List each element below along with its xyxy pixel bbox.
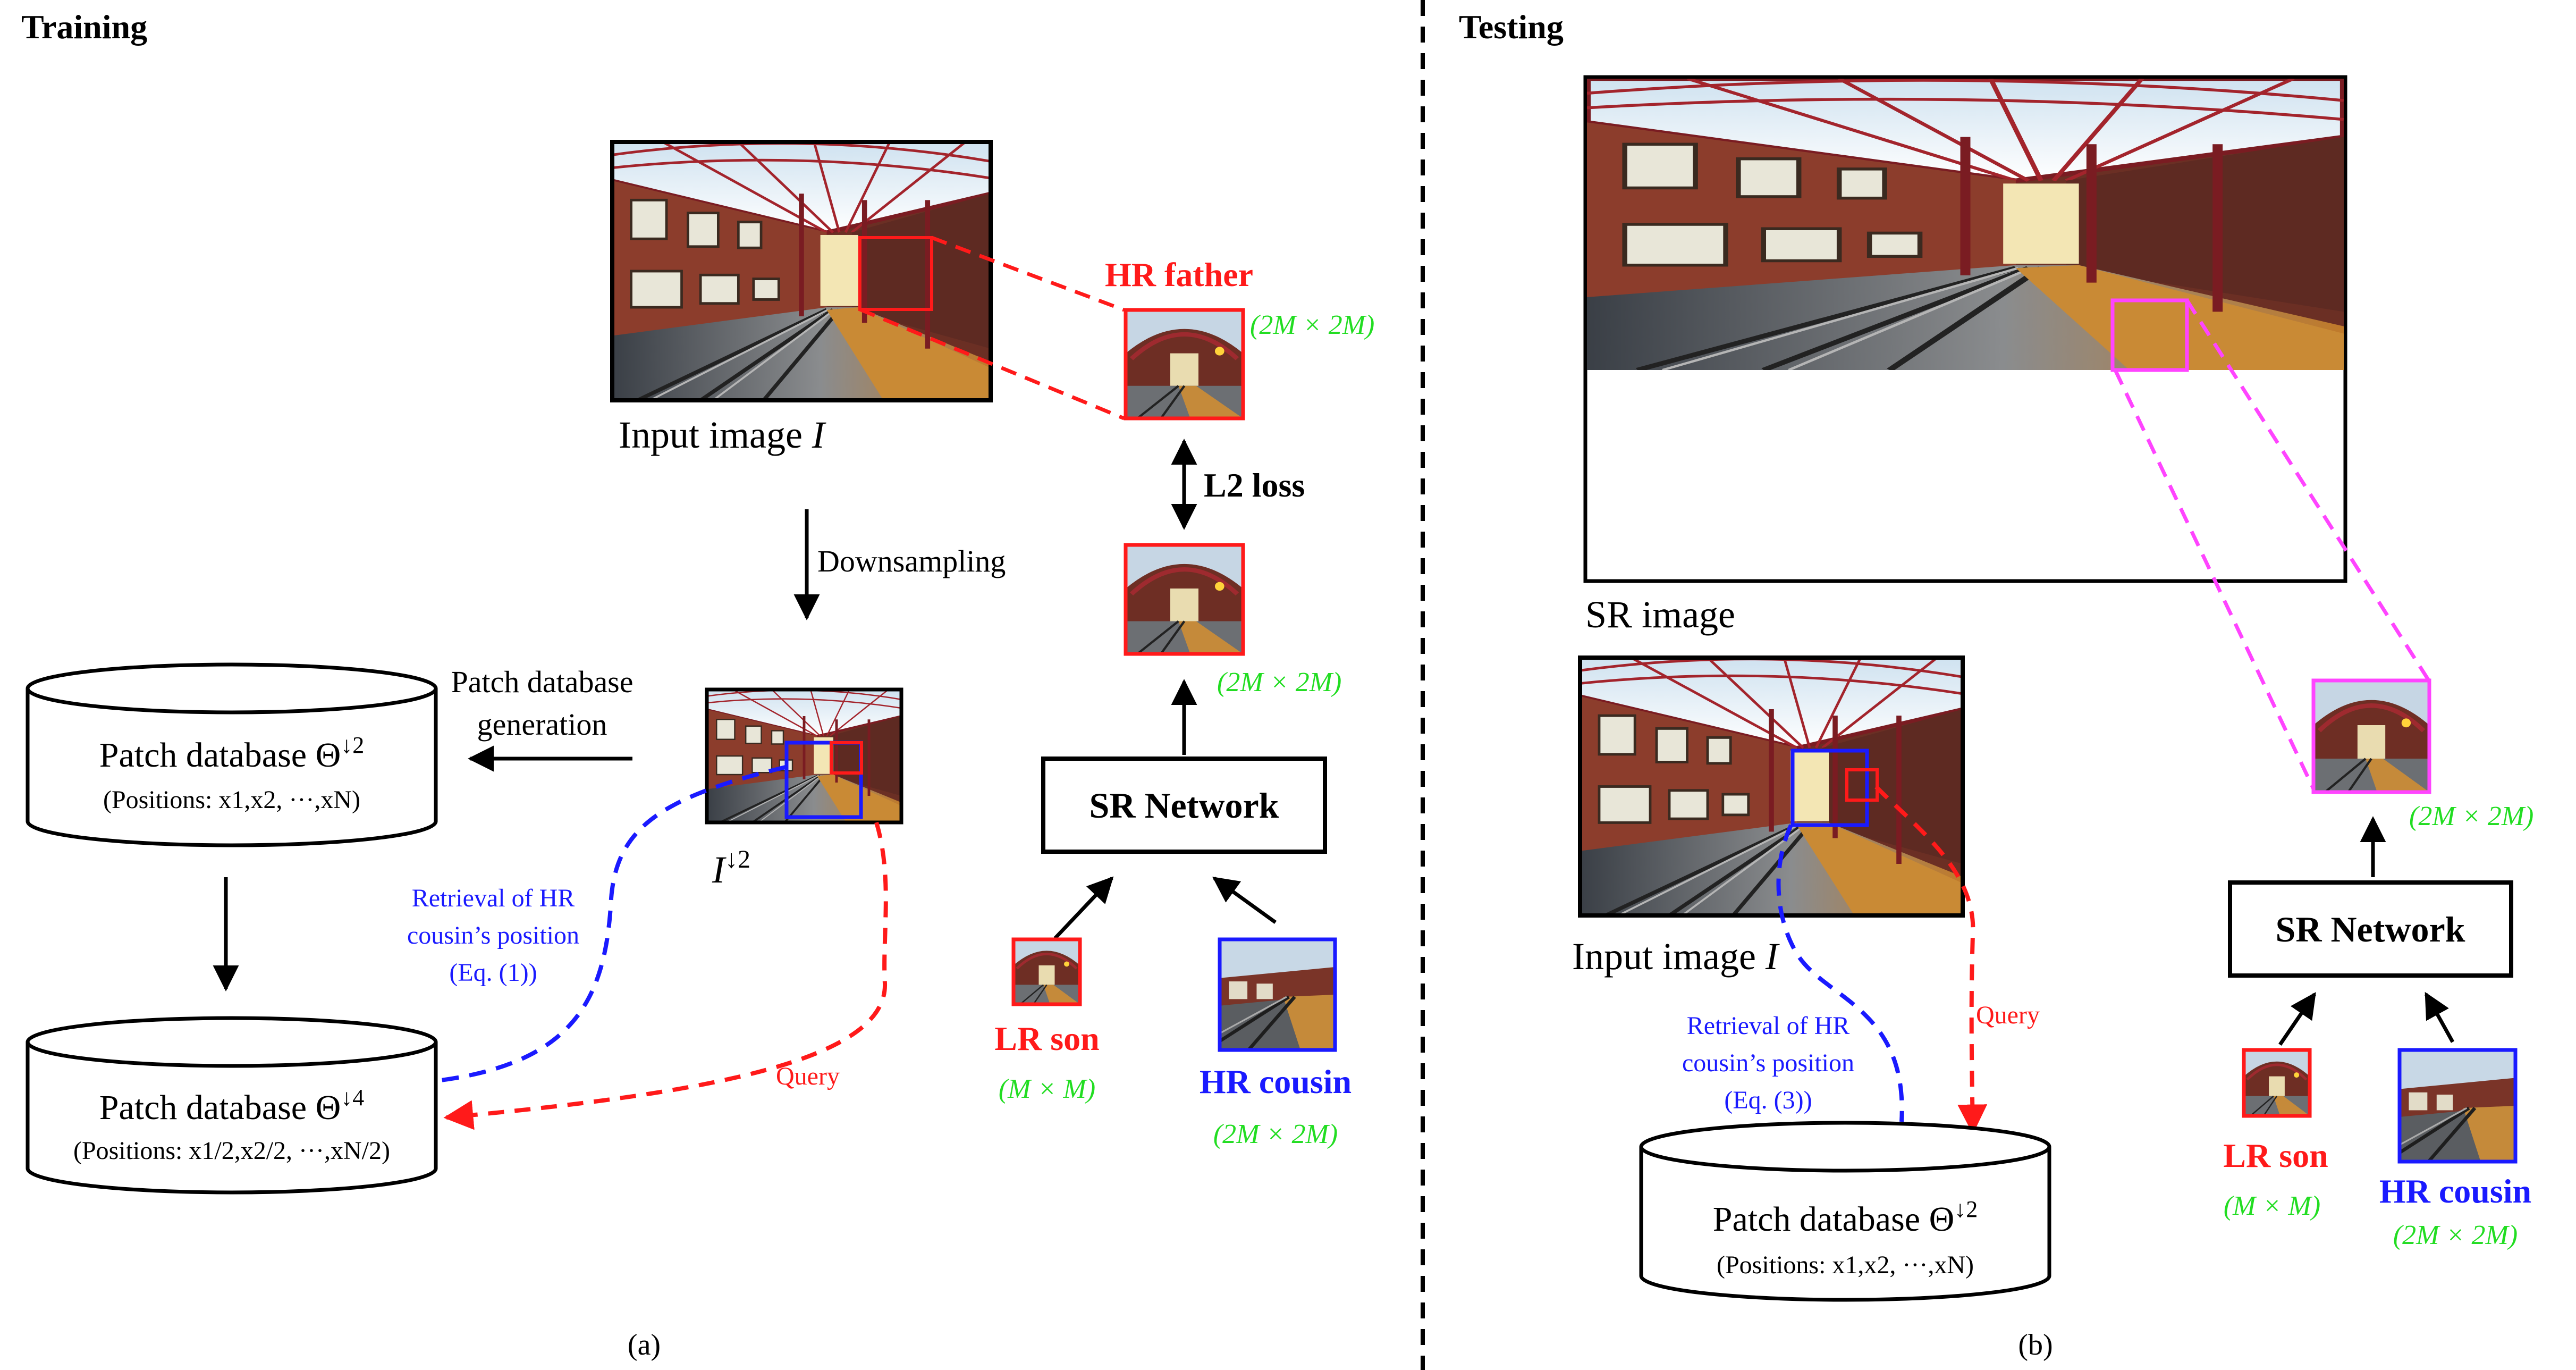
downsampling-label: Downsampling	[817, 544, 1006, 578]
hr-father-patch	[1124, 308, 1245, 421]
testing-query-box	[1845, 768, 1879, 802]
training-lr-son-dim: (M × M)	[999, 1074, 1095, 1104]
testing-sr-image	[1583, 75, 2347, 583]
training-sr-network-box	[1041, 757, 1327, 854]
testing-retrieval-curve	[1776, 824, 1904, 1122]
testing-db-title: Patch database Θ↓2	[1713, 1196, 1978, 1239]
sr-image-crop-box	[2110, 298, 2189, 372]
testing-sr-network-box	[2228, 880, 2513, 978]
training-hr-cousin-arrow	[1212, 877, 1277, 924]
hr-father-label: HR father	[1105, 256, 1253, 293]
training-query-label: Query	[776, 1062, 840, 1090]
patch-db-generation-label-1: Patch database	[451, 665, 633, 699]
testing-hr-cousin-arrow	[2424, 991, 2455, 1043]
input-crop-box	[858, 236, 933, 311]
training-sr-network-label: SR Network	[1089, 785, 1279, 826]
hr-father-dim: (2M × 2M)	[1250, 310, 1374, 340]
testing-hr-cousin-patch	[2397, 1048, 2518, 1164]
testing-lr-son-label: LR son	[2223, 1137, 2328, 1174]
training-hr-cousin-label: HR cousin	[1200, 1063, 1352, 1100]
downsampled-query-box	[830, 741, 863, 775]
testing-sr-output-patch	[2311, 678, 2431, 794]
training-input-label: Input image I	[619, 414, 826, 456]
hr-father-zoom-lines	[859, 236, 1125, 421]
testing-cousin-box	[1790, 749, 1869, 827]
downsampled-symbol: I↓2	[712, 845, 750, 891]
training-retrieval-label-3: (Eq. (1))	[449, 959, 537, 987]
testing-retrieval-label-2: cousin’s position	[1682, 1049, 1854, 1077]
training-sr-output-patch	[1124, 543, 1245, 656]
training-db2-positions: (Positions: x1,x2, ···,xN)	[103, 786, 360, 814]
testing-retrieval-label-3: (Eq. (3))	[1724, 1086, 1812, 1114]
training-hr-cousin-dim: (2M × 2M)	[1213, 1119, 1338, 1149]
testing-sr-image-label: SR image	[1585, 593, 1735, 636]
patch-db-generation-label-2: generation	[477, 707, 607, 742]
training-retrieval-label-2: cousin’s position	[407, 921, 579, 949]
training-hr-cousin-patch	[1218, 937, 1337, 1052]
training-retrieval-curve	[436, 765, 786, 1083]
training-sr-output-dim: (2M × 2M)	[1217, 667, 1341, 697]
training-input-image	[610, 140, 993, 402]
testing-lr-son-patch	[2242, 1048, 2312, 1118]
testing-heading: Testing	[1459, 8, 1564, 46]
testing-zoom-lines	[2113, 299, 2430, 793]
testing-input-label: Input image I	[1572, 935, 1780, 978]
training-lr-son-label: LR son	[994, 1020, 1099, 1057]
training-db2-title: Patch database Θ↓2	[99, 732, 365, 775]
testing-retrieval-label-1: Retrieval of HR	[1687, 1012, 1850, 1040]
training-db4-cylinder	[26, 1016, 438, 1195]
testing-db-cylinder	[1639, 1121, 2051, 1302]
testing-sr-network-label: SR Network	[2276, 909, 2465, 949]
training-retrieval-label-1: Retrieval of HR	[412, 884, 575, 912]
training-db4-positions: (Positions: x1/2,x2/2, ···,xN/2)	[73, 1137, 390, 1165]
l2-loss-label: L2 loss	[1204, 466, 1305, 504]
caption-a: (a)	[628, 1329, 661, 1361]
testing-sr-output-dim: (2M × 2M)	[2409, 801, 2533, 831]
testing-query-curve	[1874, 785, 1988, 1134]
downsampled-image	[705, 687, 903, 825]
testing-db-positions: (Positions: x1,x2, ···,xN)	[1717, 1251, 1974, 1279]
testing-hr-cousin-dim: (2M × 2M)	[2393, 1220, 2518, 1250]
testing-lr-son-dim: (M × M)	[2224, 1191, 2320, 1221]
training-lr-son-patch	[1011, 937, 1082, 1006]
training-db2-cylinder	[26, 662, 438, 847]
caption-b: (b)	[2018, 1329, 2053, 1361]
training-db4-title: Patch database Θ↓4	[99, 1085, 365, 1127]
testing-query-label: Query	[1976, 1001, 2040, 1029]
downsampled-cousin-box	[784, 741, 863, 819]
training-lr-son-arrow	[1053, 876, 1114, 940]
training-heading: Training	[21, 8, 147, 46]
testing-hr-cousin-label: HR cousin	[2379, 1172, 2531, 1210]
testing-input-image	[1578, 655, 1965, 918]
testing-lr-son-arrow	[2278, 991, 2316, 1046]
